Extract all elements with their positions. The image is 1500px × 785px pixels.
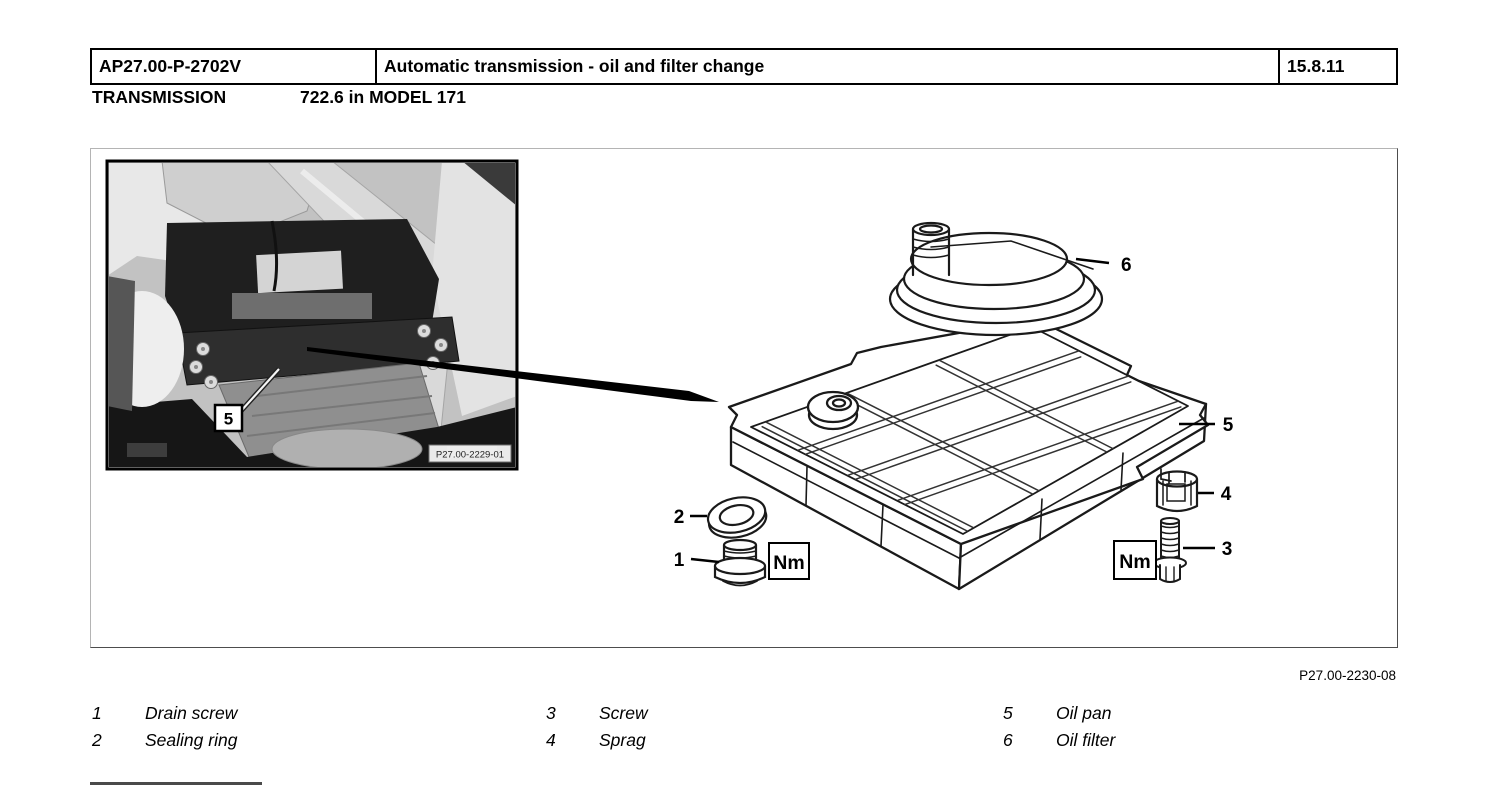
legend-item-sprag: 4 Sprag bbox=[546, 727, 966, 754]
oil-filter-drawing bbox=[888, 221, 1104, 337]
pan-rim-outer bbox=[727, 317, 1210, 546]
callout-5: 5 bbox=[1223, 415, 1234, 436]
section-line: TRANSMISSION 722.6 in MODEL 171 bbox=[92, 87, 792, 111]
legend-item-screw: 3 Screw bbox=[546, 700, 966, 727]
figure-drawing: P27.00-2229-01 5 bbox=[105, 159, 1234, 591]
sprag-drawing bbox=[1155, 468, 1199, 513]
legend-num: 3 bbox=[546, 703, 556, 723]
screw-drawing bbox=[1153, 517, 1187, 583]
torque-label-left: Nm bbox=[773, 552, 804, 574]
document-title: Automatic transmission - oil and filter … bbox=[377, 50, 1280, 83]
legend-item-oil-pan: 5 Oil pan bbox=[1003, 700, 1423, 727]
legend-num: 6 bbox=[1003, 730, 1013, 750]
legend-label: Sprag bbox=[599, 730, 646, 750]
callout-3: 3 bbox=[1222, 539, 1233, 560]
callout-leaders bbox=[690, 257, 1215, 564]
photo-callout-box bbox=[213, 403, 244, 433]
callout-2: 2 bbox=[674, 507, 685, 528]
model-info: 722.6 in MODEL 171 bbox=[300, 87, 467, 107]
photo-to-pan-arrow bbox=[307, 347, 719, 402]
callout-4: 4 bbox=[1221, 484, 1232, 505]
document-date: 15.8.11 bbox=[1287, 56, 1345, 76]
callout-1: 1 bbox=[674, 550, 685, 571]
legend-label: Screw bbox=[599, 703, 648, 723]
legend-column-1: 1 Drain screw 2 Sealing ring bbox=[92, 700, 512, 754]
cutoff-text-strip bbox=[90, 782, 262, 785]
photo-callout-5: 5 bbox=[224, 410, 233, 429]
torque-box-right: Nm bbox=[1113, 540, 1157, 580]
photo-border bbox=[105, 159, 519, 471]
legend-num: 1 bbox=[92, 703, 102, 723]
legend-item-sealing-ring: 2 Sealing ring bbox=[92, 727, 512, 754]
undercar-photo: P27.00-2229-01 5 bbox=[105, 159, 519, 471]
oil-pan-drawing bbox=[727, 317, 1210, 591]
legend-item-oil-filter: 6 Oil filter bbox=[1003, 727, 1423, 754]
figure-box: P27.00-2229-01 5 bbox=[90, 148, 1398, 648]
legend-label: Oil pan bbox=[1056, 703, 1112, 723]
legend-label: Oil filter bbox=[1056, 730, 1116, 750]
legend-item-drain-screw: 1 Drain screw bbox=[92, 700, 512, 727]
legend-column-2: 3 Screw 4 Sprag bbox=[546, 700, 966, 754]
torque-label-right: Nm bbox=[1119, 551, 1150, 573]
photo-crossmember-bolts bbox=[189, 324, 448, 389]
legend-label: Drain screw bbox=[145, 703, 238, 723]
photo-callout-leader bbox=[240, 368, 280, 412]
photo-ref-box bbox=[428, 444, 512, 463]
legend-label: Sealing ring bbox=[145, 730, 238, 750]
legend-num: 5 bbox=[1003, 703, 1013, 723]
photo-ref-label: P27.00-2229-01 bbox=[436, 450, 504, 461]
legend-num: 2 bbox=[92, 730, 102, 750]
section-label: TRANSMISSION bbox=[92, 87, 227, 107]
legend-column-3: 5 Oil pan 6 Oil filter bbox=[1003, 700, 1423, 754]
header-table: AP27.00-P-2702V Automatic transmission -… bbox=[90, 48, 1398, 85]
callout-6: 6 bbox=[1121, 255, 1132, 276]
sealing-ring-drawing bbox=[706, 496, 768, 539]
drain-screw-drawing bbox=[713, 538, 767, 587]
legend-num: 4 bbox=[546, 730, 556, 750]
torque-box-left: Nm bbox=[768, 542, 810, 580]
figure-ref-label: P27.00-2230-08 bbox=[1299, 668, 1396, 683]
document-code: AP27.00-P-2702V bbox=[92, 50, 377, 83]
